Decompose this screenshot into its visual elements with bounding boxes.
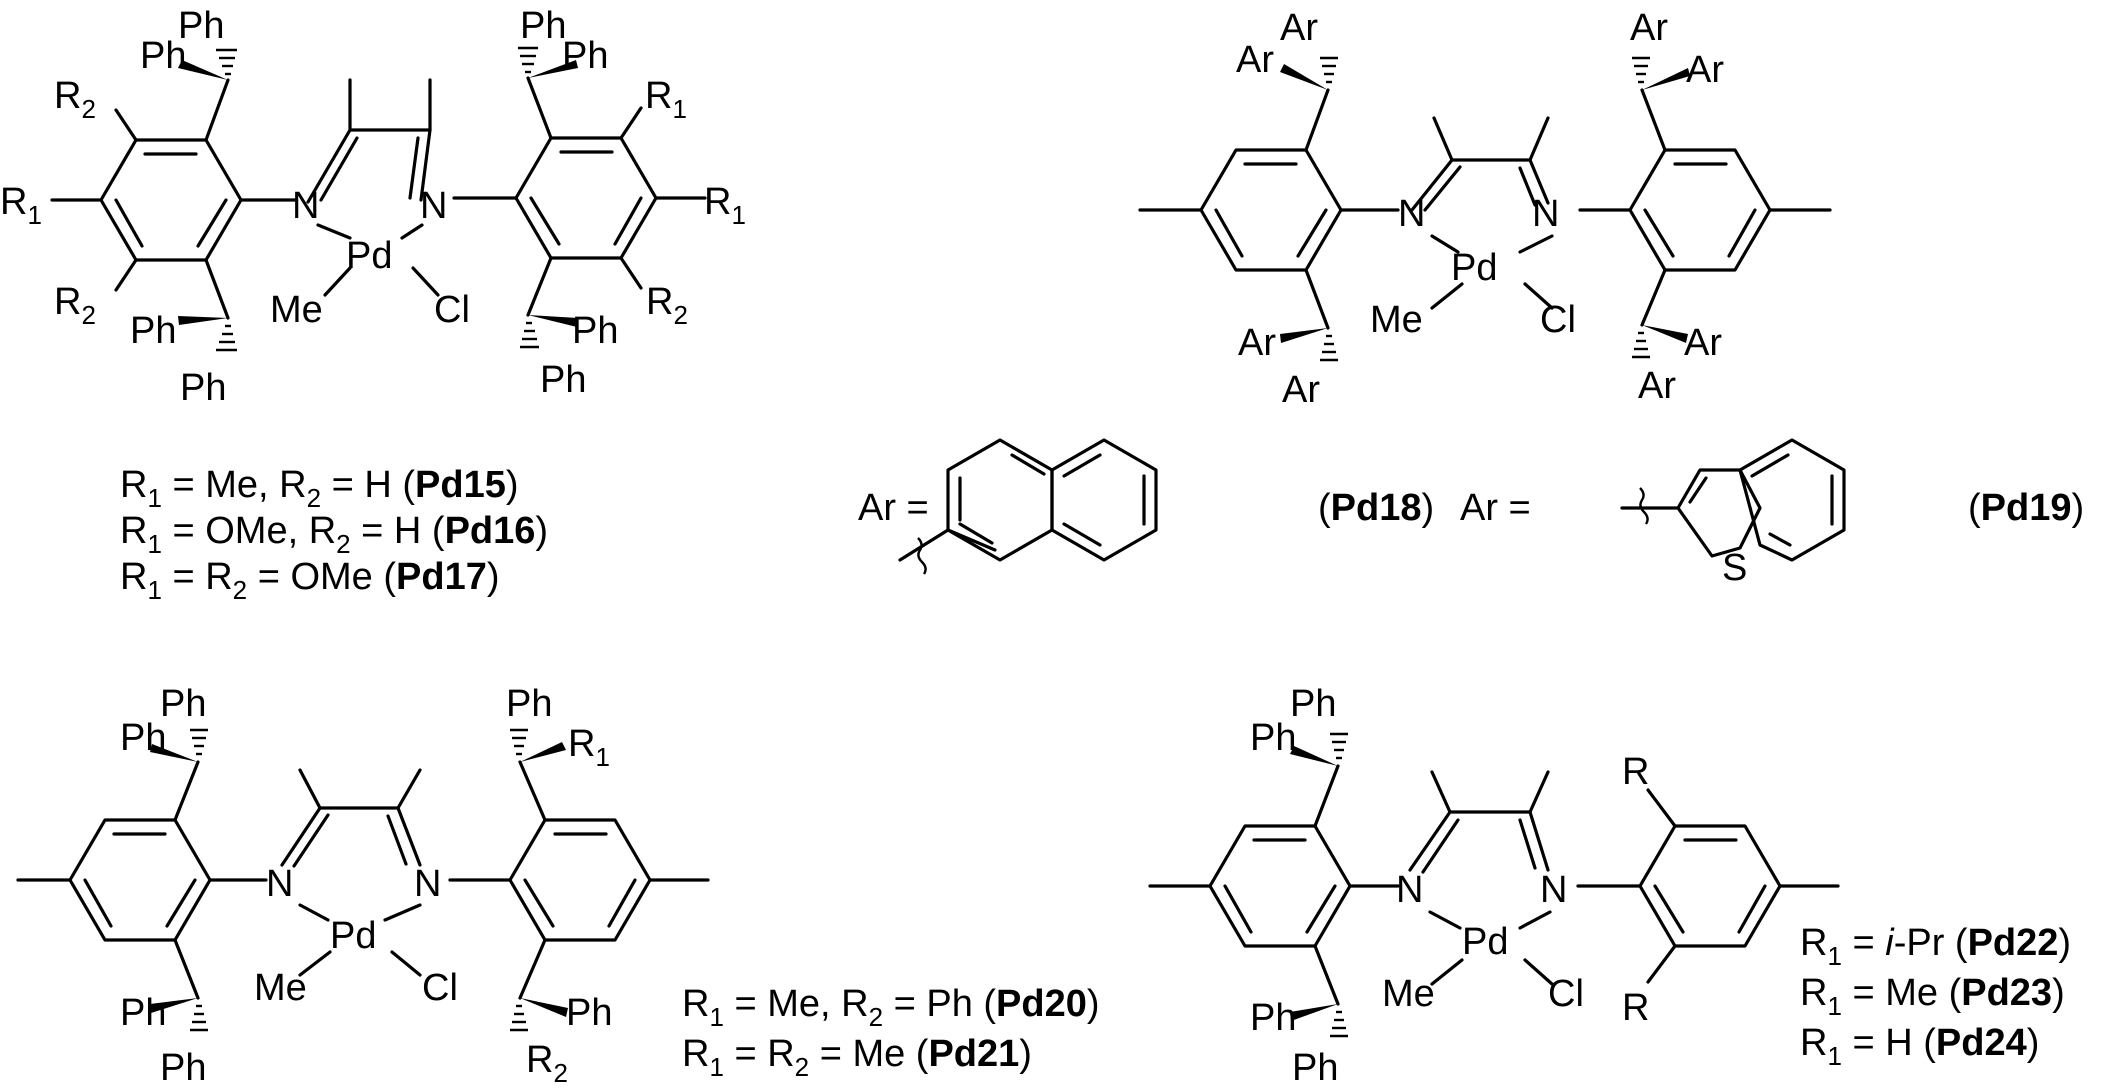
group-ph: Ph	[120, 717, 166, 759]
legend-pd20-21: R1 = Me, R2 = Ph (Pd20)R1 = R2 = Me (Pd2…	[682, 983, 1100, 1082]
group-ph: Ph	[160, 683, 206, 725]
atom-n: N	[420, 185, 447, 227]
group-ph: Ph	[562, 35, 608, 77]
group-ph: Ph	[566, 992, 612, 1034]
atom-n: N	[414, 863, 441, 905]
group-ar: Ar	[1684, 322, 1722, 364]
atom-me: Me	[1382, 973, 1435, 1015]
substituent-r1: R1	[645, 75, 687, 124]
legend-line: R1 = R2 = Me (Pd21)	[682, 1033, 1032, 1082]
compound-label-pd19: (Pd19)	[1968, 487, 2084, 529]
atom-n: N	[292, 185, 319, 227]
group-ph: Ph	[1290, 683, 1336, 725]
atom-me: Me	[270, 289, 323, 331]
group-ar: Ar	[1638, 365, 1676, 407]
atom-n: N	[1540, 869, 1567, 911]
group-ar: Ar	[1238, 322, 1276, 364]
group-ph: Ph	[140, 35, 186, 77]
substituent-r2: R2	[646, 281, 688, 330]
group-ph: Ph	[180, 367, 226, 409]
group-ar: Ar	[1280, 7, 1318, 49]
complex-pd18-19: N N Pd Me Cl Ar Ar Ar Ar Ar Ar Ar Ar	[1138, 7, 1832, 411]
atom-pd: Pd	[346, 235, 392, 277]
complex-pd22-24: N N Pd Me Cl Ph Ph Ph Ph R R	[1148, 683, 1840, 1089]
group-ph: Ph	[1292, 1047, 1338, 1089]
atom-cl: Cl	[1540, 299, 1576, 341]
legend-pd22-24: R1 = i-Pr (Pd22)R1 = Me (Pd23)R1 = H (Pd…	[1800, 922, 2071, 1071]
group-ph: Ph	[506, 683, 552, 725]
complex-pd20-21: N N Pd Me Cl Ph Ph Ph R1 Ph Ph Ph R2	[16, 683, 710, 1089]
atom-pd: Pd	[1462, 921, 1508, 963]
atom-s: S	[1722, 547, 1747, 589]
group-ph: Ph	[1250, 717, 1296, 759]
legend-line: R1 = Me, R2 = Ph (Pd20)	[682, 983, 1100, 1032]
group-ph: Ph	[520, 5, 566, 47]
group-ar: Ar	[1630, 7, 1668, 49]
legend-line: R1 = Me, R2 = H (Pd15)	[120, 464, 519, 513]
substituent-r2: R2	[54, 75, 96, 124]
substituent-r1: R1	[568, 723, 610, 772]
substituent-r1: R1	[0, 181, 42, 230]
legend-line: R1 = R2 = OMe (Pd17)	[120, 556, 500, 605]
atom-cl: Cl	[434, 289, 470, 331]
legend-pd15-17: R1 = Me, R2 = H (Pd15)R1 = OMe, R2 = H (…	[120, 464, 548, 605]
atom-pd: Pd	[330, 915, 376, 957]
legend-line: R1 = H (Pd24)	[1800, 1022, 2039, 1071]
ar-equals-label: Ar =	[1460, 487, 1531, 529]
atom-n: N	[266, 863, 293, 905]
atom-pd: Pd	[1451, 247, 1497, 289]
atom-n: N	[1398, 193, 1425, 235]
group-ph: Ph	[130, 310, 176, 352]
group-ph: Ph	[178, 5, 224, 47]
compound-label-pd18: (Pd18)	[1318, 487, 1434, 529]
group-ar: Ar	[1282, 369, 1320, 411]
ar-benzothiophene-definition: Ar = S (Pd19)	[1460, 438, 2084, 589]
ar-naphthyl-definition: Ar = (Pd18)	[858, 438, 1434, 575]
substituent-r2: R2	[54, 281, 96, 330]
atom-n: N	[1396, 869, 1423, 911]
atom-cl: Cl	[1548, 973, 1584, 1015]
legend-line: R1 = OMe, R2 = H (Pd16)	[120, 510, 548, 559]
atom-n: N	[1532, 193, 1559, 235]
group-ar: Ar	[1686, 49, 1724, 91]
group-ph: Ph	[160, 1047, 206, 1089]
group-ph: Ph	[572, 310, 618, 352]
group-ph: Ph	[1250, 997, 1296, 1039]
substituent-r: R	[1622, 987, 1649, 1029]
atom-me: Me	[254, 967, 307, 1009]
atom-cl: Cl	[422, 967, 458, 1009]
substituent-r: R	[1622, 751, 1649, 793]
group-ar: Ar	[1236, 39, 1274, 81]
group-ph: Ph	[540, 359, 586, 401]
complex-pd15-17: N N Pd Me Cl Ph Ph Ph Ph Ph Ph Ph Ph R2 …	[0, 5, 746, 409]
group-ph: Ph	[120, 992, 166, 1034]
legend-line: R1 = Me (Pd23)	[1800, 972, 2065, 1021]
ar-equals-label: Ar =	[858, 487, 929, 529]
legend-line: R1 = i-Pr (Pd22)	[1800, 922, 2071, 971]
substituent-r1: R1	[704, 181, 746, 230]
substituent-r2: R2	[526, 1039, 568, 1088]
atom-me: Me	[1370, 299, 1423, 341]
